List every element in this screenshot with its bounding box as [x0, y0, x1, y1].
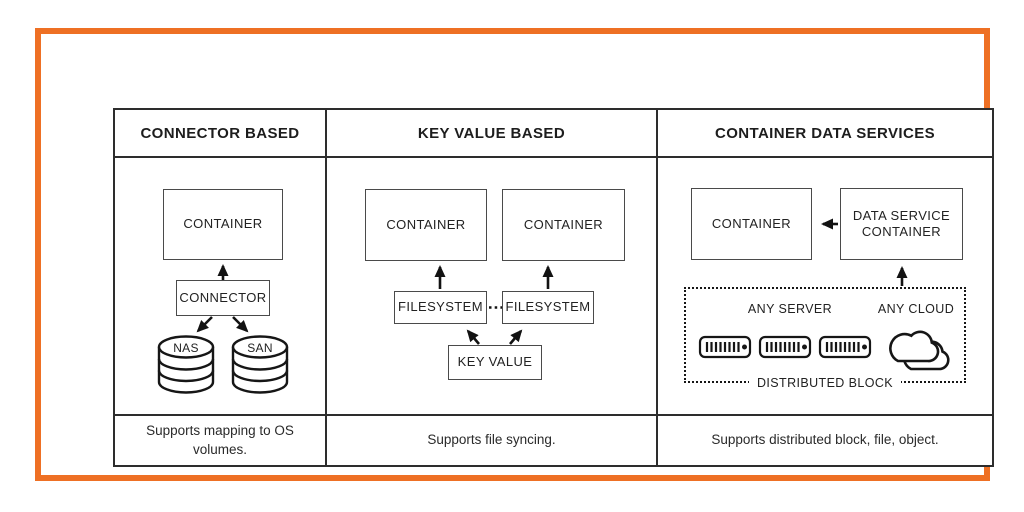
nas-label: NAS	[173, 341, 199, 355]
any-server-label: ANY SERVER	[747, 302, 833, 316]
orange-border-frame: CONNECTOR BASED KEY VALUE BASED CONTAINE…	[35, 28, 994, 481]
filesystem-label: FILESYSTEM	[505, 299, 591, 315]
container-label: CONTAINER	[711, 215, 792, 231]
container-box: CONTAINER	[163, 189, 283, 260]
distributed-block-label: DISTRIBUTED BLOCK	[749, 376, 901, 390]
filesystem-label: FILESYSTEM	[398, 299, 483, 315]
header-key-value-based: KEY VALUE BASED	[327, 110, 658, 158]
comparison-table: CONNECTOR BASED KEY VALUE BASED CONTAINE…	[113, 108, 994, 467]
header-connector-based: CONNECTOR BASED	[115, 110, 327, 158]
footer-text: Supports distributed block, file, object…	[711, 432, 939, 448]
container-label: CONTAINER	[523, 216, 604, 232]
container-box-left: CONTAINER	[365, 189, 487, 261]
footer-key-value-based: Supports file syncing.	[327, 414, 658, 465]
header-container-data-services: CONTAINER DATA SERVICES	[658, 110, 992, 158]
data-service-container-box: DATA SERVICE CONTAINER	[840, 188, 963, 260]
footer-connector-based: Supports mapping to OS volumes.	[115, 414, 327, 465]
header-label: CONTAINER DATA SERVICES	[714, 124, 936, 142]
san-label: SAN	[247, 341, 273, 355]
header-label: KEY VALUE BASED	[417, 124, 566, 142]
diagram-connector-based: CONTAINER CONNECTOR NAS SAN	[115, 158, 327, 414]
footer-text: Supports file syncing.	[427, 432, 556, 448]
container-label: CONTAINER	[386, 216, 466, 232]
header-label: CONNECTOR BASED	[140, 124, 300, 142]
key-value-label: KEY VALUE	[457, 354, 533, 370]
footer-container-data-services: Supports distributed block, file, object…	[658, 414, 992, 465]
data-service-container-label: DATA SERVICE CONTAINER	[852, 207, 951, 239]
diagram-key-value-based: CONTAINER CONTAINER FILESYSTEM FILESYSTE…	[327, 158, 658, 414]
connector-label: CONNECTOR	[179, 289, 267, 305]
connector-box: CONNECTOR	[176, 280, 270, 316]
filesystem-box-left: FILESYSTEM	[394, 291, 487, 324]
key-value-box: KEY VALUE	[448, 345, 542, 380]
container-box: CONTAINER	[691, 188, 812, 260]
footer-text: Supports mapping to OS volumes.	[146, 423, 294, 457]
any-cloud-label: ANY CLOUD	[877, 302, 955, 316]
diagram-container-data-services: CONTAINER DATA SERVICE CONTAINER ANY SER…	[658, 158, 992, 414]
filesystem-box-right: FILESYSTEM	[502, 291, 594, 324]
container-box-right: CONTAINER	[502, 189, 625, 261]
distributed-block-group: ANY SERVER ANY CLOUD DISTRIBUTED BLOCK	[684, 287, 966, 390]
container-label: CONTAINER	[183, 216, 263, 232]
